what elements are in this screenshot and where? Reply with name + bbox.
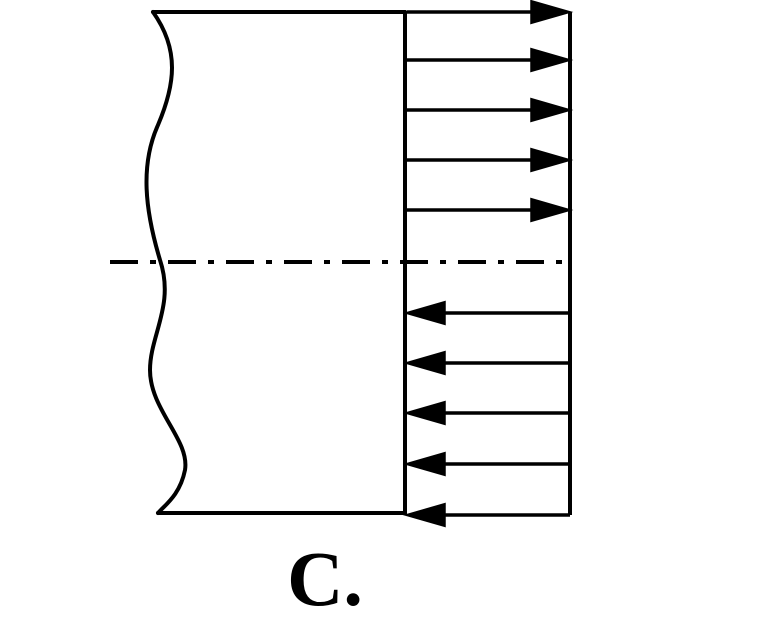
- arrow-left: [402, 451, 570, 477]
- upper-stress-arrows: [407, 0, 574, 223]
- arrow-right: [407, 147, 574, 173]
- arrow-right: [407, 0, 574, 25]
- arrow-left: [402, 350, 570, 376]
- arrow-right: [407, 97, 574, 123]
- wavy-break-line: [144, 10, 188, 515]
- arrow-left: [402, 300, 570, 326]
- arrow-left: [402, 502, 570, 528]
- arrow-right: [407, 47, 574, 73]
- lower-stress-arrows: [402, 300, 570, 528]
- arrow-left: [402, 400, 570, 426]
- figure-option-label: C.: [287, 535, 363, 622]
- arrow-right: [407, 197, 574, 223]
